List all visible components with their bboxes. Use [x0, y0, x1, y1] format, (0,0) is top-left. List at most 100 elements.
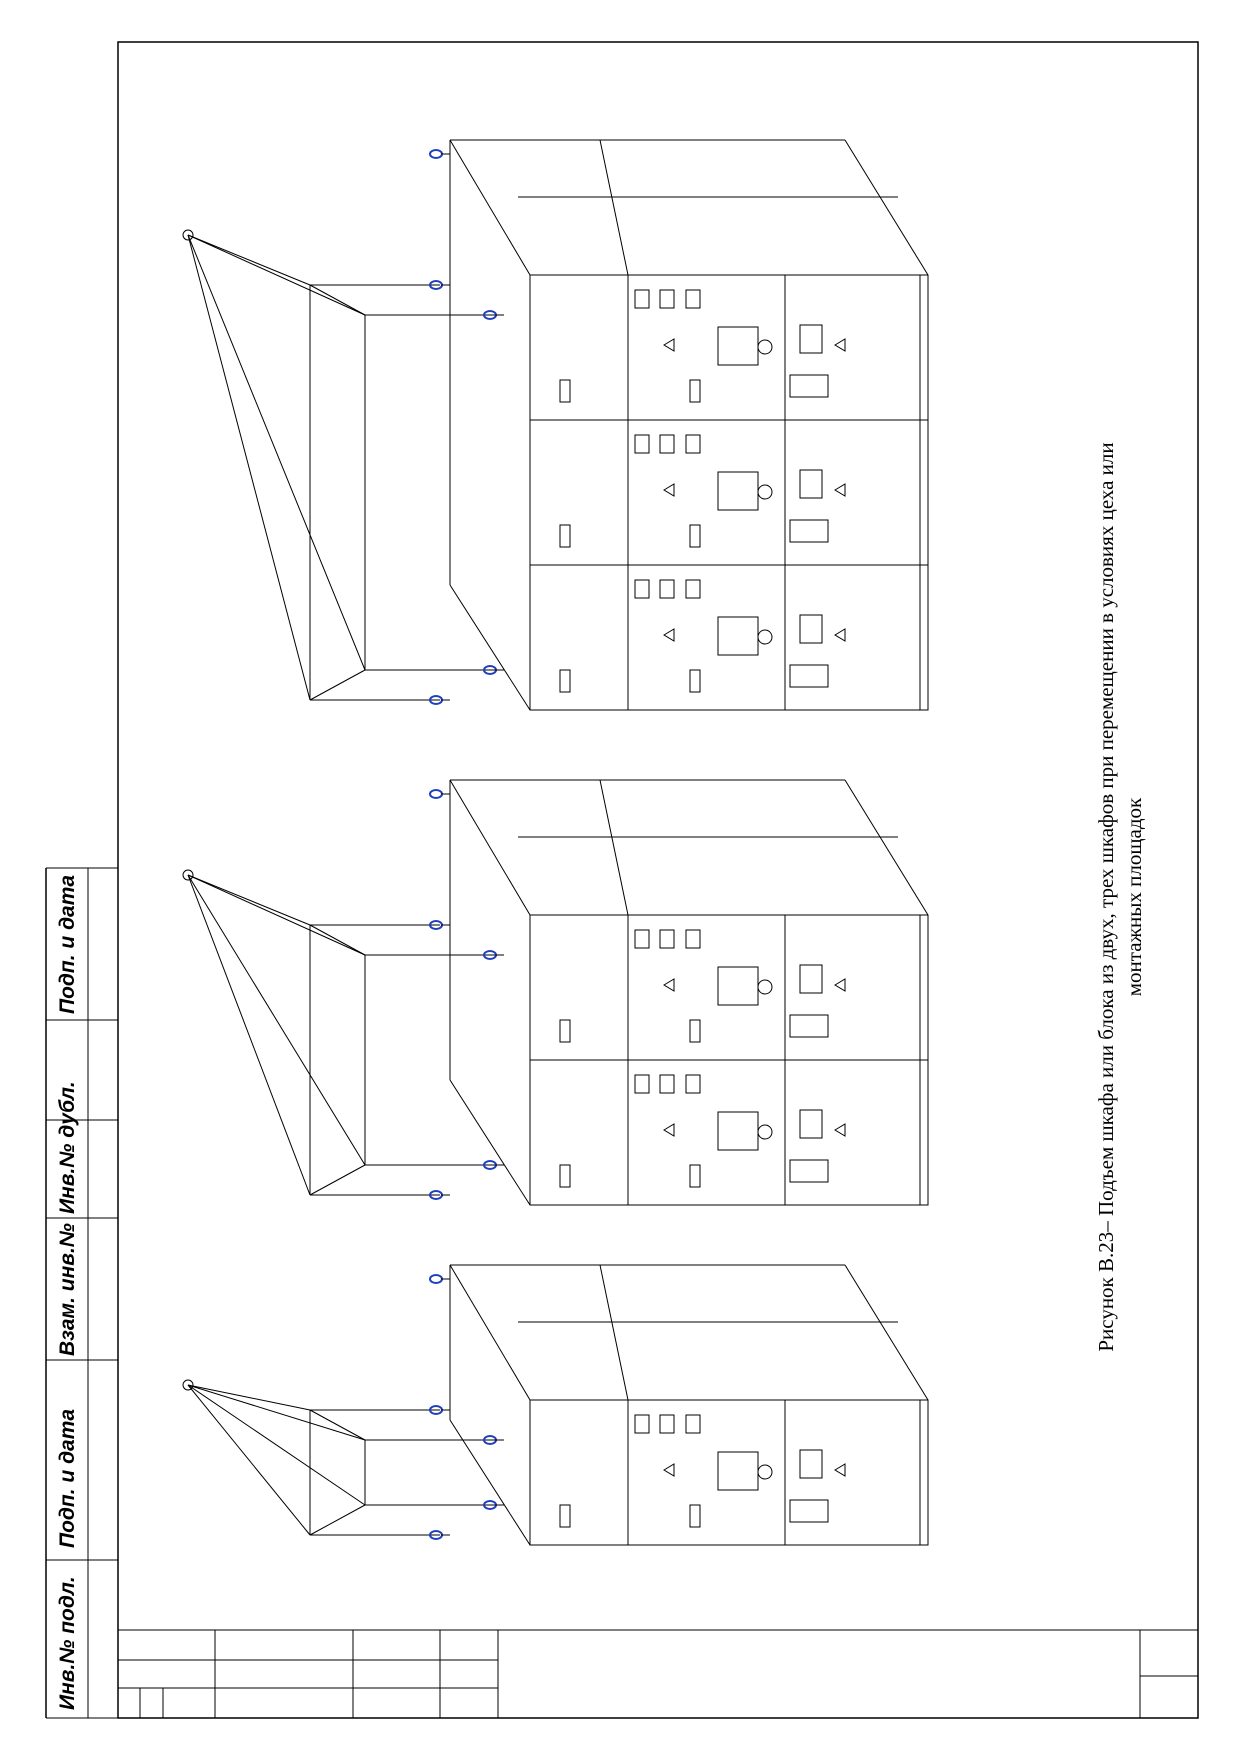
- lifting-eye-icon: [429, 1190, 450, 1200]
- stamp-inv-dubl: Инв.№ дубл.: [56, 1081, 79, 1214]
- handle-top: [559, 1164, 571, 1188]
- stamp-inv-podl: Инв.№ подл.: [56, 1576, 79, 1710]
- lifting-eye-icon: [483, 1435, 504, 1445]
- knob-icon: [757, 1124, 773, 1140]
- instrument-window: [717, 966, 759, 1006]
- instrument-window: [717, 1111, 759, 1151]
- terminal-box: [789, 519, 829, 543]
- warning-triangle-icon: [834, 978, 846, 992]
- handle-top: [559, 1019, 571, 1043]
- lifting-eye-icon: [429, 920, 450, 930]
- lifting-eye-icon: [483, 310, 504, 320]
- instrument-window: [717, 326, 759, 366]
- crane-hook-icon: [182, 869, 194, 881]
- handle-mid: [689, 1019, 701, 1043]
- indicator-box: [685, 1074, 701, 1094]
- figure-caption-line-1: Рисунок В.23– Подъем шкафа или блока из …: [1094, 442, 1118, 1352]
- sheet-frame: [117, 41, 1199, 1719]
- title-block-grid: [118, 1629, 1198, 1718]
- fuse-block: [799, 964, 823, 994]
- indicator-box: [685, 289, 701, 309]
- stamp-podp-data-2: Подп. и дата: [56, 874, 79, 1014]
- knob-icon: [757, 1464, 773, 1480]
- stamp-vzam-inv: Взам. инв.№: [56, 1223, 79, 1356]
- handle-mid: [689, 669, 701, 693]
- lifting-eye-icon: [483, 1500, 504, 1510]
- fuse-block: [799, 469, 823, 499]
- indicator-box: [634, 434, 650, 454]
- fuse-block: [799, 614, 823, 644]
- terminal-box: [789, 374, 829, 398]
- cabinet-assembly: [182, 779, 929, 1206]
- warning-triangle-icon: [834, 338, 846, 352]
- warning-triangle-icon: [663, 978, 675, 992]
- indicator-box: [634, 929, 650, 949]
- instrument-window: [717, 616, 759, 656]
- indicator-box: [659, 289, 675, 309]
- lifting-eye-icon: [429, 1405, 450, 1415]
- lifting-eye-icon: [483, 1160, 504, 1170]
- fuse-block: [799, 324, 823, 354]
- lifting-eye-icon: [429, 695, 450, 705]
- fuse-block: [799, 1449, 823, 1479]
- warning-triangle-icon: [663, 483, 675, 497]
- lifting-eye-icon: [429, 149, 450, 159]
- warning-triangle-icon: [834, 628, 846, 642]
- cabinet-front: [529, 1399, 929, 1546]
- handle-top: [559, 379, 571, 403]
- crane-hook-icon: [182, 229, 194, 241]
- indicator-box: [659, 1414, 675, 1434]
- warning-triangle-icon: [663, 1123, 675, 1137]
- fuse-block: [799, 1109, 823, 1139]
- instrument-window: [717, 1451, 759, 1491]
- indicator-box: [659, 579, 675, 599]
- instrument-window: [717, 471, 759, 511]
- knob-icon: [757, 484, 773, 500]
- cabinet-assembly: [182, 1264, 929, 1546]
- indicator-box: [685, 929, 701, 949]
- handle-top: [559, 1504, 571, 1528]
- cabinet-front: [529, 274, 929, 711]
- knob-icon: [757, 979, 773, 995]
- warning-triangle-icon: [663, 1463, 675, 1477]
- indicator-box: [659, 1074, 675, 1094]
- handle-mid: [689, 1164, 701, 1188]
- stamp-podp-data-1: Подп. и дата: [56, 1408, 79, 1548]
- warning-triangle-icon: [663, 628, 675, 642]
- terminal-box: [789, 1159, 829, 1183]
- terminal-box: [789, 1499, 829, 1523]
- indicator-box: [634, 289, 650, 309]
- handle-mid: [689, 524, 701, 548]
- warning-triangle-icon: [663, 338, 675, 352]
- lifting-assemblies: [182, 139, 929, 1546]
- figure-caption-line-2: монтажных площадок: [1122, 797, 1146, 997]
- lifting-eye-icon: [429, 1274, 450, 1284]
- warning-triangle-icon: [834, 1123, 846, 1137]
- terminal-box: [789, 664, 829, 688]
- knob-icon: [757, 629, 773, 645]
- cabinet-assembly: [182, 139, 929, 711]
- indicator-box: [634, 1414, 650, 1434]
- lifting-eye-icon: [429, 1530, 450, 1540]
- indicator-box: [634, 579, 650, 599]
- indicator-box: [659, 434, 675, 454]
- lifting-eye-icon: [483, 665, 504, 675]
- figure-caption: Рисунок В.23– Подъем шкафа или блока из …: [1092, 327, 1148, 1467]
- lifting-eye-icon: [429, 789, 450, 799]
- indicator-box: [685, 579, 701, 599]
- handle-top: [559, 524, 571, 548]
- handle-top: [559, 669, 571, 693]
- indicator-box: [634, 1074, 650, 1094]
- lifting-eye-icon: [483, 950, 504, 960]
- warning-triangle-icon: [834, 1463, 846, 1477]
- handle-mid: [689, 379, 701, 403]
- lifting-eye-icon: [429, 280, 450, 290]
- indicator-box: [685, 1414, 701, 1434]
- crane-hook-icon: [182, 1379, 194, 1391]
- knob-icon: [757, 339, 773, 355]
- indicator-box: [659, 929, 675, 949]
- handle-mid: [689, 1504, 701, 1528]
- indicator-box: [685, 434, 701, 454]
- warning-triangle-icon: [834, 483, 846, 497]
